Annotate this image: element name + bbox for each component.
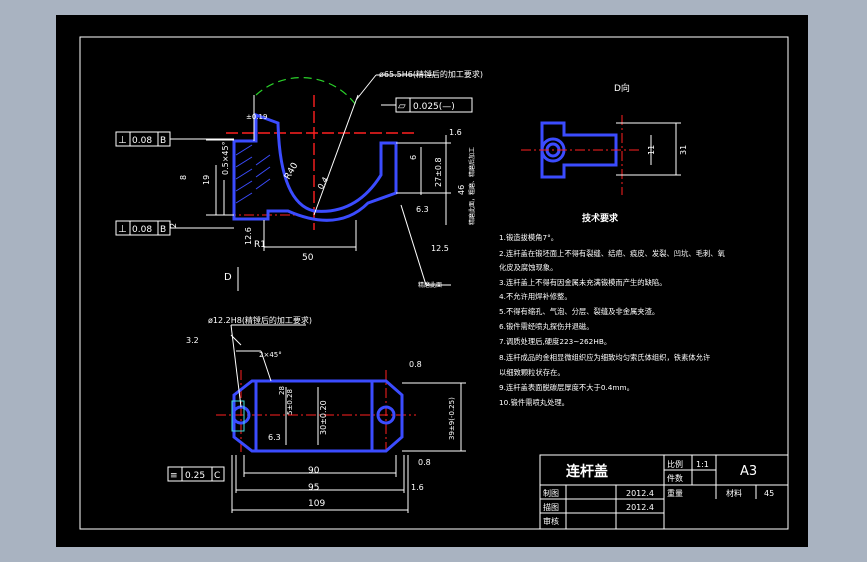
svg-text:0.025(—): 0.025(—) <box>413 102 455 112</box>
tech-req-line: 2.连杆盖在锻坯面上不得有裂缝、结疤、痕皮、发裂、凹坑、毛刺、氧 <box>499 249 726 258</box>
svg-text:精磨此面，粗磨、精磨后加工: 精磨此面，粗磨、精磨后加工 <box>468 147 476 225</box>
svg-text:描图: 描图 <box>543 502 559 512</box>
sheet-size: A3 <box>740 464 757 479</box>
svg-text:27±0.8: 27±0.8 <box>434 157 443 187</box>
svg-text:109: 109 <box>308 499 325 509</box>
svg-text:B: B <box>160 136 166 146</box>
svg-text:46: 46 <box>457 185 466 195</box>
svg-text:0.08: 0.08 <box>132 136 152 146</box>
phantom-arc <box>255 77 357 106</box>
svg-text:0.8: 0.8 <box>409 360 422 369</box>
symmetry-frame: ≡ 0.25 C <box>167 466 225 482</box>
r40-leader <box>313 94 359 216</box>
tech-req-line: 7.调质处理后,硬度223~262HB。 <box>499 337 611 346</box>
svg-text:31: 31 <box>679 145 688 155</box>
svg-text:±0.19: ±0.19 <box>246 113 267 121</box>
svg-text:3.2: 3.2 <box>186 336 199 345</box>
bottom-view: ø12.2H8(精镗后的加工要求) 3.2 2×45° 0.8 0.8 28 5… <box>167 315 466 513</box>
svg-text:6: 6 <box>409 155 418 160</box>
svg-text:重量: 重量 <box>667 488 683 498</box>
svg-text:1:1: 1:1 <box>696 460 709 469</box>
svg-text:8: 8 <box>179 175 188 180</box>
perpendicularity-frame-bottom: ⊥ 0.08 B <box>115 220 234 236</box>
svg-text:90: 90 <box>308 466 320 476</box>
bottom-hole-right <box>376 405 396 425</box>
tech-req-line: 10.锻件需喷丸处理。 <box>499 398 569 407</box>
svg-text:0.25: 0.25 <box>185 471 205 481</box>
title-block: 连杆盖 比例 1:1 件数 A3 重量 材料 45 制图 2012.4 描图 2… <box>539 454 789 530</box>
perpendicularity-frame-top: ⊥ 0.08 B <box>115 131 234 147</box>
hole-dim: ø12.2H8(精镗后的加工要求) <box>208 315 312 325</box>
svg-text:2012.4: 2012.4 <box>626 489 654 498</box>
svg-text:12.5: 12.5 <box>431 244 449 253</box>
side-view-label: D向 <box>614 82 630 94</box>
drawing-canvas: ⊥ 0.08 B ⊥ 0.08 B ▱ 0.025(—) ø65.5H6(精镗后… <box>79 36 789 530</box>
svg-text:11: 11 <box>647 145 656 155</box>
svg-text:⊥: ⊥ <box>118 135 127 146</box>
svg-text:R1: R1 <box>254 240 266 250</box>
tech-requirements: 技术要求 1.锻造拔模角7°。 2.连杆盖在锻坯面上不得有裂缝、结疤、痕皮、发裂… <box>499 212 726 407</box>
svg-text:⊥: ⊥ <box>118 224 127 235</box>
svg-text:0.08: 0.08 <box>132 225 152 235</box>
svg-text:45: 45 <box>764 489 774 498</box>
tech-req-line: 6.锻件需经喷丸探伤并退磁。 <box>499 322 594 331</box>
svg-text:件数: 件数 <box>667 473 683 483</box>
svg-text:39±9(-0.25): 39±9(-0.25) <box>448 397 456 440</box>
bore-dim: ø65.5H6(精镗后的加工要求) <box>379 69 483 79</box>
svg-text:C: C <box>214 471 220 481</box>
section-hatch <box>235 144 271 204</box>
svg-text:1.6: 1.6 <box>449 128 462 137</box>
tech-req-line: 1.锻造拔模角7°。 <box>499 233 558 242</box>
svg-text:30±0.20: 30±0.20 <box>319 400 328 435</box>
tech-req-line: 5.不得有缩孔、气泡、分层、裂缝及非金属夹渣。 <box>499 307 659 316</box>
svg-text:19: 19 <box>202 175 211 185</box>
tech-req-line: 化皮及腐蚀现象。 <box>499 263 557 272</box>
svg-text:B: B <box>160 225 166 235</box>
svg-text:28: 28 <box>278 386 286 395</box>
svg-text:技术要求: 技术要求 <box>582 212 619 224</box>
svg-text:比例: 比例 <box>667 459 683 469</box>
svg-text:材料: 材料 <box>726 488 742 498</box>
part-outline <box>232 112 398 222</box>
svg-text:0.5×45°: 0.5×45° <box>221 141 230 175</box>
svg-text:审核: 审核 <box>543 516 559 526</box>
top-view: ⊥ 0.08 B ⊥ 0.08 B ▱ 0.025(—) ø65.5H6(精镗后… <box>115 69 483 291</box>
svg-text:▱: ▱ <box>398 101 406 112</box>
svg-text:2012.4: 2012.4 <box>626 503 654 512</box>
svg-text:1.6: 1.6 <box>411 483 424 492</box>
svg-text:2×45°: 2×45° <box>259 351 282 359</box>
tech-req-line: 3.连杆盖上不得有因金属未充满锻模而产生的缺陷。 <box>499 278 667 287</box>
svg-text:6.3: 6.3 <box>416 205 429 214</box>
tech-req-line: 8.连杆成品的金相显微组织应为细致均匀索氏体组织，铁素体允许 <box>499 353 710 362</box>
svg-text:5±0.28: 5±0.28 <box>286 389 294 415</box>
flatness-frame: ▱ 0.025(—) <box>395 97 473 113</box>
part-name: 连杆盖 <box>566 463 608 480</box>
svg-text:精磨此面: 精磨此面 <box>418 281 442 289</box>
svg-text:12.6: 12.6 <box>244 227 253 245</box>
svg-text:50: 50 <box>302 253 314 263</box>
svg-text:95: 95 <box>308 483 319 493</box>
view-arrow-d: D <box>224 272 232 283</box>
drawing-sheet: ⊥ 0.08 B ⊥ 0.08 B ▱ 0.025(—) ø65.5H6(精镗后… <box>56 15 808 547</box>
svg-text:≡: ≡ <box>170 471 178 481</box>
side-outline <box>540 121 618 179</box>
tech-req-line: 以细致颗粒状存在。 <box>499 368 565 377</box>
drawing-border <box>79 36 789 530</box>
side-view-d: D向 31 11 <box>521 82 688 195</box>
tech-req-line: 9.连杆盖表面脱碳层厚度不大于0.4mm。 <box>499 383 634 392</box>
tech-req-line: 4.不允许用焊补修整。 <box>499 292 572 301</box>
svg-text:2: 2 <box>169 223 178 228</box>
svg-text:R40: R40 <box>283 161 301 182</box>
svg-text:6.3: 6.3 <box>268 433 281 442</box>
svg-text:制图: 制图 <box>543 488 559 498</box>
svg-text:0.8: 0.8 <box>418 458 431 467</box>
